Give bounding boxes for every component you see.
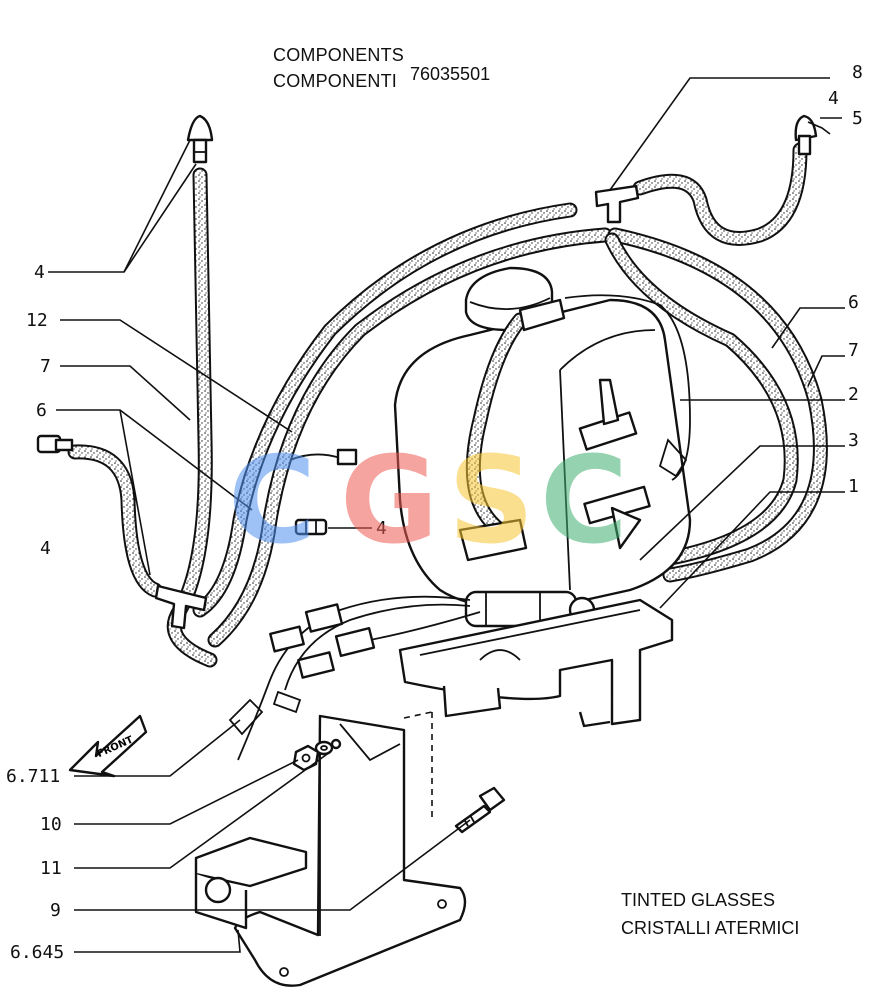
watermark-letter-1: C bbox=[228, 432, 317, 571]
leader-lines bbox=[48, 77, 845, 953]
callout-11: 11 bbox=[40, 858, 62, 879]
callout-6-right: 6 bbox=[848, 292, 859, 313]
callout-4-center: 4 bbox=[376, 518, 387, 539]
callout-7-left: 7 bbox=[40, 356, 51, 377]
washer-nozzle-left bbox=[36, 434, 74, 454]
callout-6-711: 6.711 bbox=[6, 766, 60, 787]
hose-right-outer bbox=[607, 227, 828, 583]
callout-4-top-right: 4 bbox=[828, 88, 839, 109]
callout-5: 5 bbox=[852, 108, 863, 129]
callout-3: 3 bbox=[848, 430, 859, 451]
note-block: TINTED GLASSES CRISTALLI ATERMICI bbox=[621, 886, 799, 942]
header-line-1: COMPONENTS bbox=[273, 45, 405, 65]
hose-left-vertical bbox=[166, 167, 218, 668]
callout-7-right: 7 bbox=[848, 340, 859, 361]
hose-long-second bbox=[207, 227, 613, 648]
hose-right-inner bbox=[604, 232, 799, 568]
part-number: 76035501 bbox=[410, 64, 491, 84]
hose-long-upper bbox=[192, 202, 578, 618]
watermark-letter-3: S bbox=[448, 432, 535, 571]
header-line-2: COMPONENTI bbox=[273, 71, 398, 91]
watermark-letter-4: C bbox=[540, 432, 629, 571]
callout-10: 10 bbox=[40, 814, 62, 835]
retaining-strap bbox=[458, 294, 691, 562]
watermark-letter-2: G bbox=[340, 432, 439, 571]
washer-nozzle-center bbox=[294, 518, 328, 536]
callout-8: 8 bbox=[852, 62, 863, 83]
callout-6-left: 6 bbox=[36, 400, 47, 421]
t-fitting-top bbox=[594, 184, 640, 224]
wiring-harness bbox=[228, 448, 481, 761]
callout-1: 1 bbox=[848, 476, 859, 497]
hose-left-nozzle bbox=[67, 444, 163, 598]
washer-nozzle-top-left bbox=[186, 114, 214, 164]
callout-12: 12 bbox=[26, 310, 48, 331]
screw-small bbox=[330, 738, 342, 750]
nut bbox=[292, 744, 320, 772]
callout-4-nozzle-left: 4 bbox=[40, 538, 51, 559]
callout-9: 9 bbox=[50, 900, 61, 921]
header-title: COMPONENTS COMPONENTI bbox=[273, 42, 404, 94]
tank-support-bracket bbox=[398, 598, 674, 728]
callout-6-645: 6.645 bbox=[10, 942, 64, 963]
front-direction-arrow: FRONT bbox=[68, 714, 148, 778]
lower-mounting-bracket bbox=[194, 714, 467, 987]
callout-2: 2 bbox=[848, 384, 859, 405]
washer bbox=[314, 740, 334, 756]
callout-4-top-left: 4 bbox=[34, 262, 45, 283]
note-line-2: CRISTALLI ATERMICI bbox=[621, 918, 800, 938]
t-fitting-left bbox=[154, 584, 208, 630]
hose-top-right bbox=[632, 142, 808, 246]
washer-nozzle-top-right bbox=[794, 114, 818, 156]
note-line-1: TINTED GLASSES bbox=[621, 890, 776, 910]
